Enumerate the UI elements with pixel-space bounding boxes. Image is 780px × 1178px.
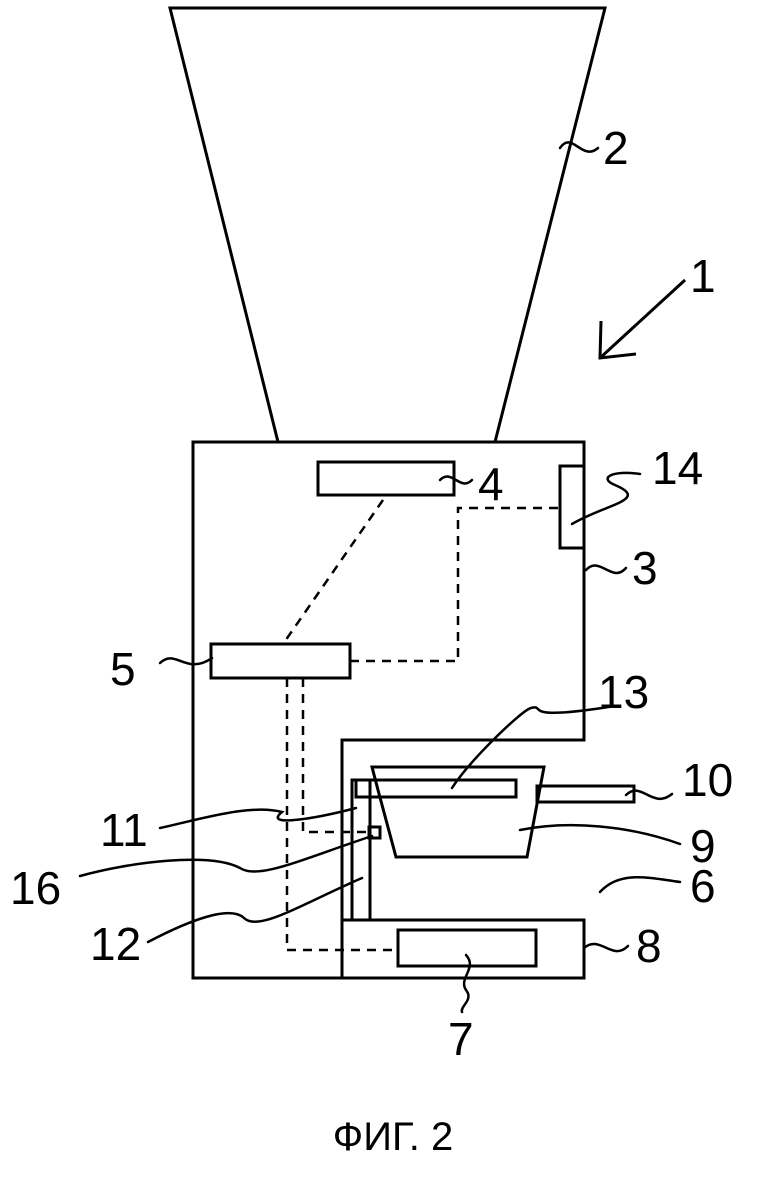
label-3: 3 — [632, 542, 658, 594]
label-6: 6 — [690, 860, 716, 912]
leader-14 — [572, 473, 640, 524]
leader-9 — [520, 825, 680, 844]
dashed-link-5-14 — [350, 508, 560, 661]
label-10: 10 — [682, 754, 733, 806]
leader-2 — [560, 142, 598, 151]
assembly-arrow — [600, 280, 685, 358]
label-1: 1 — [690, 250, 716, 302]
label-12: 12 — [90, 918, 141, 970]
dashed-link-4-5 — [283, 500, 383, 644]
label-14: 14 — [652, 442, 703, 494]
leader-12 — [148, 878, 362, 942]
vertical-support — [352, 780, 370, 920]
label-13: 13 — [598, 666, 649, 718]
side-panel — [560, 466, 584, 548]
dashed-link-5-16 — [303, 678, 369, 832]
leader-11 — [160, 808, 356, 828]
label-11: 11 — [100, 804, 148, 856]
label-4: 4 — [478, 458, 504, 510]
leader-7 — [462, 955, 470, 1012]
base-component — [398, 930, 536, 966]
leader-5 — [160, 658, 212, 664]
leader-4 — [440, 477, 472, 484]
leader-13 — [452, 706, 615, 788]
leader-3 — [586, 566, 626, 573]
side-arm — [537, 786, 634, 802]
label-2: 2 — [603, 122, 629, 174]
figure-caption: ФИГ. 2 — [333, 1115, 453, 1159]
hopper — [170, 8, 605, 442]
label-5: 5 — [110, 643, 136, 695]
label-8: 8 — [636, 920, 662, 972]
label-7: 7 — [448, 1013, 474, 1065]
upper-component — [318, 462, 454, 495]
leader-8 — [584, 944, 628, 951]
label-16: 16 — [10, 862, 61, 914]
leader-6 — [600, 877, 680, 892]
control-unit — [211, 644, 350, 678]
